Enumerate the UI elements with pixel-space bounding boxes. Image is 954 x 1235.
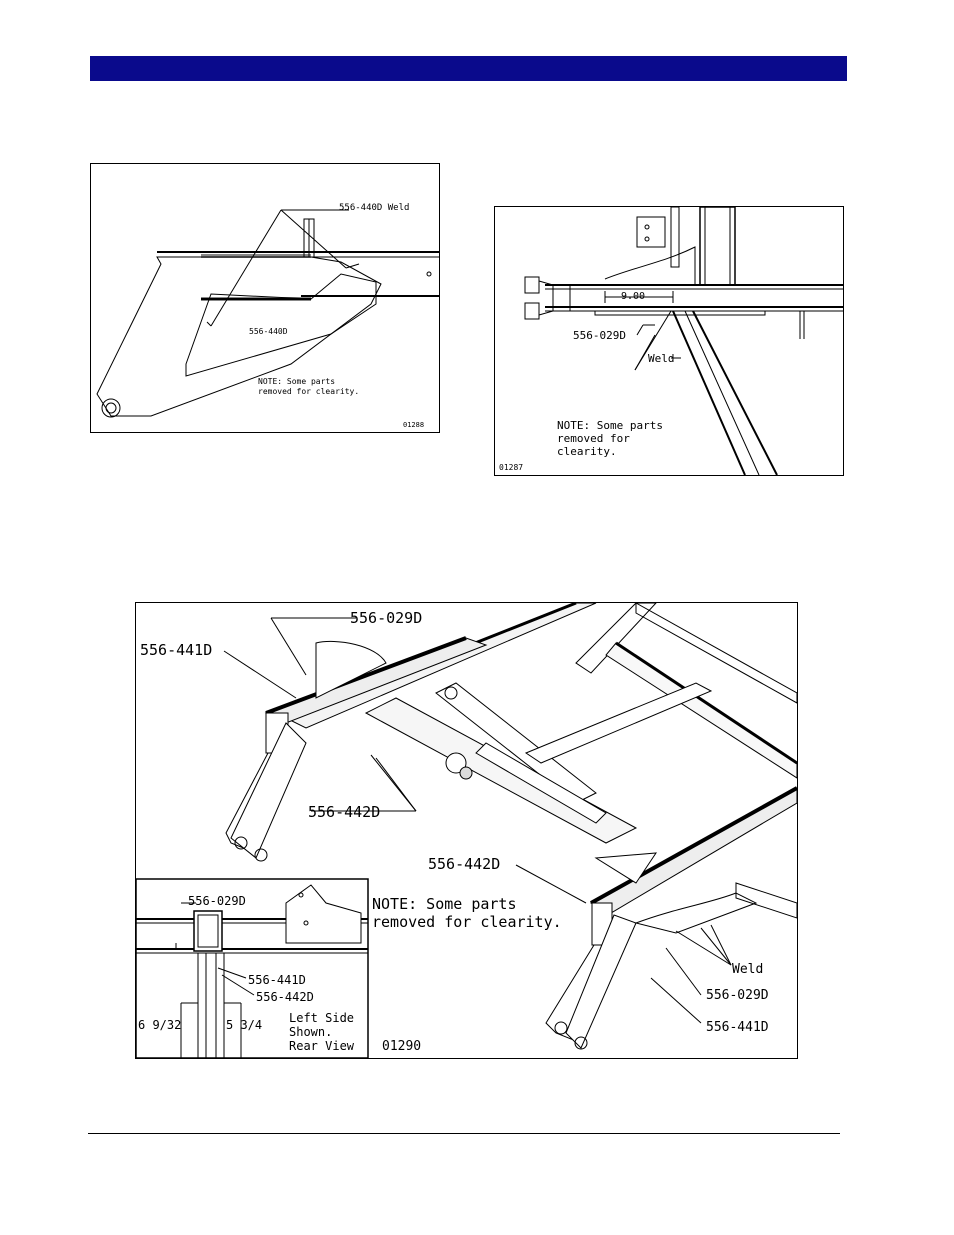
figure-01288: 556-440D Weld 556-440D NOTE: Some parts … bbox=[90, 163, 440, 433]
figure-01290: 556-029D 556-441D 556-442D 556-442D NOTE… bbox=[135, 602, 798, 1059]
fig3-inset: 556-029D 556-441D 556-442D 6 9/32 5 3/4 … bbox=[136, 878, 369, 1058]
header-bar bbox=[90, 56, 847, 81]
inset-label-441: 556-441D bbox=[248, 973, 306, 987]
fig3-label-029-right: 556-029D bbox=[706, 988, 769, 1003]
fig3-label-441-left: 556-441D bbox=[140, 641, 212, 659]
fig1-note-line1: NOTE: Some parts bbox=[258, 377, 335, 386]
figure-01287-drawing: 9.00 556-029D Weld NOTE: Some parts remo… bbox=[499, 207, 843, 475]
fig3-note-line2: removed for clearity. bbox=[372, 913, 562, 931]
inset-caption-line2: Shown. bbox=[289, 1025, 332, 1039]
fig3-label-441-right: 556-441D bbox=[706, 1020, 769, 1035]
inset-label-442: 556-442D bbox=[256, 990, 314, 1004]
fig2-figure-number: 01287 bbox=[499, 463, 523, 472]
fig3-note-line1: NOTE: Some parts bbox=[372, 895, 517, 913]
figure-01290-drawing: 556-029D 556-441D 556-442D 556-442D NOTE… bbox=[136, 603, 797, 1058]
inset-label-029: 556-029D bbox=[188, 894, 246, 908]
fig3-figure-number: 01290 bbox=[382, 1039, 421, 1054]
fig2-dimension: 9.00 bbox=[621, 291, 645, 302]
figure-01287: 9.00 556-029D Weld NOTE: Some parts remo… bbox=[494, 206, 844, 476]
fig3-weld-label: Weld bbox=[732, 962, 763, 977]
inset-dim-right: 5 3/4 bbox=[226, 1018, 262, 1032]
fig1-figure-number: 01288 bbox=[403, 421, 424, 429]
fig2-note-line1: NOTE: Some parts bbox=[557, 419, 663, 432]
fig3-label-442-right: 556-442D bbox=[428, 855, 500, 873]
fig1-weld-callout: 556-440D Weld bbox=[339, 203, 409, 213]
fig2-note-line2: removed for bbox=[557, 432, 630, 445]
inset-dim-left: 6 9/32 bbox=[138, 1018, 181, 1032]
fig1-note-line2: removed for clearity. bbox=[258, 387, 359, 396]
fig2-note-line3: clearity. bbox=[557, 445, 617, 458]
fig2-weld-label: Weld bbox=[648, 352, 675, 365]
fig3-label-442-mid: 556-442D bbox=[308, 803, 380, 821]
fig3-label-029-top: 556-029D bbox=[350, 609, 422, 627]
fig1-part-label: 556-440D bbox=[249, 327, 288, 336]
fig2-part-label: 556-029D bbox=[573, 329, 626, 342]
footer-rule bbox=[88, 1133, 840, 1134]
inset-caption-line1: Left Side bbox=[289, 1011, 354, 1025]
inset-caption-line3: Rear View bbox=[289, 1039, 355, 1053]
figure-01288-drawing: 556-440D Weld 556-440D NOTE: Some parts … bbox=[96, 203, 439, 429]
